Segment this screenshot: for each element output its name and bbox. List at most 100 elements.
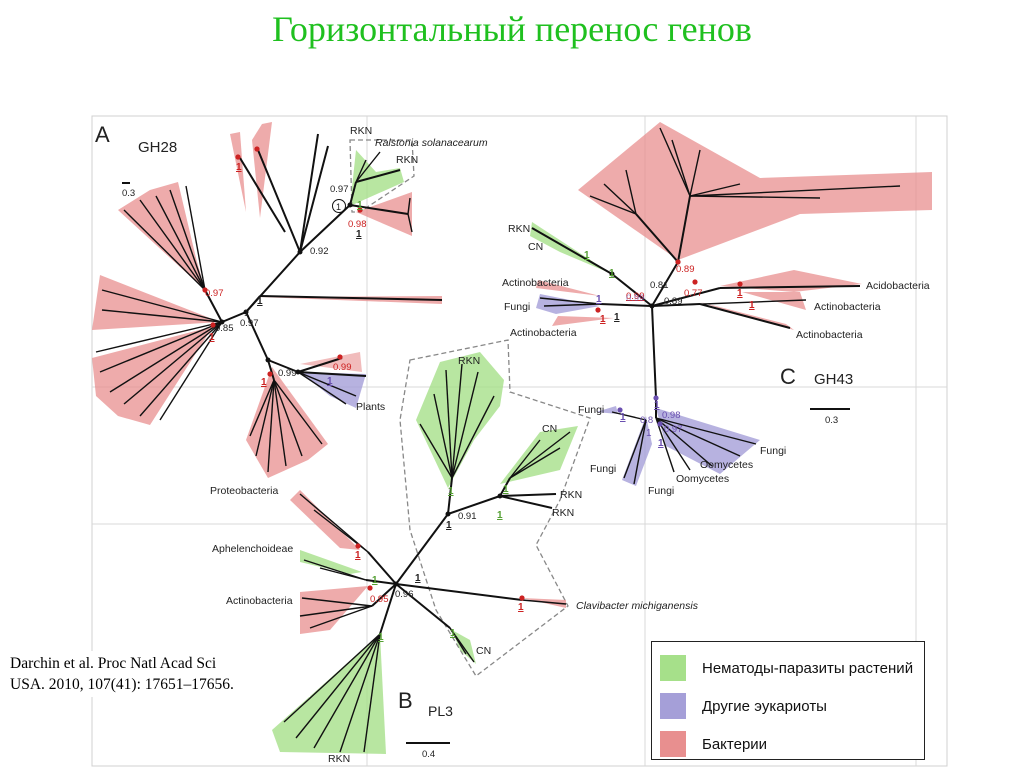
panel-b-scale-label: 0.4 — [422, 749, 435, 760]
support-a-097-mid: 0.97 — [240, 318, 259, 329]
support-a-097-top: 0.97 — [330, 184, 349, 195]
panel-c-purple-markers — [617, 395, 663, 427]
clade-plants — [300, 372, 366, 408]
legend-swatch-eukaryotes — [660, 693, 686, 719]
support-c-1-red-a: 1 — [600, 314, 606, 325]
support-c-1-green-b: 1 — [609, 268, 615, 279]
label-proteobacteria: Proteobacteria — [210, 485, 278, 497]
label-b-rkn-b: RKN — [552, 507, 574, 519]
support-b-1-red-b: 1 — [518, 602, 524, 613]
support-a-1-black-c: 1 — [356, 229, 362, 240]
support-a-098: 0.98 — [348, 219, 367, 230]
clade-nematode-b3 — [272, 634, 386, 754]
label-c-actinobacteria-d: Actinobacteria — [796, 329, 863, 341]
legend-label-nematodes: Нематоды-паразиты растений — [702, 659, 914, 677]
support-b-1-green-a: 1 — [448, 486, 454, 497]
label-c-actinobacteria-b: Actinobacteria — [510, 327, 577, 339]
support-c-1-green-a: 1 — [584, 250, 590, 261]
clade-bacteria-c1 — [578, 122, 932, 260]
support-c-1-red-b: 1 — [737, 288, 743, 299]
support-b-1-green-d: 1 — [372, 575, 378, 586]
panel-c-scale-label: 0.3 — [825, 415, 838, 426]
clade-fungi-c3 — [622, 416, 652, 486]
support-c-098: 0.98 — [662, 410, 681, 421]
label-c-cn: CN — [528, 241, 543, 253]
label-b-rkn-a: RKN — [560, 489, 582, 501]
support-b-091: 0.91 — [458, 511, 477, 522]
panel-a-leaves — [95, 151, 413, 473]
support-a-1-red-a: 1 — [236, 162, 242, 173]
panel-c-letter: C — [780, 364, 796, 389]
legend-item-bacteria: Бактерии — [660, 730, 767, 758]
label-b-cn-bottom: CN — [476, 645, 491, 657]
clade-bacteria-a7 — [356, 192, 412, 236]
clade-nematode-b4 — [300, 550, 362, 574]
support-b-1-black-a: 1 — [446, 520, 452, 531]
label-c-fungi-e: Fungi — [648, 485, 674, 497]
support-a-085: 0.85 — [215, 323, 234, 334]
label-b-rkn-bottom: RKN — [328, 753, 350, 765]
support-a-099-red: 0.99 — [333, 362, 352, 373]
panel-a-scale-label: 0.3 — [122, 188, 135, 199]
clade-nematode-b1 — [416, 352, 504, 488]
panel-a-gh28: A GH28 0.3 RKN Ralstonia solanacearum RK… — [92, 122, 488, 478]
legend: Нематоды-паразиты растений Другие эукари… — [651, 641, 925, 760]
citation: Darchin et al. Proc Natl Acad Sci USA. 2… — [10, 651, 310, 697]
support-c-081: 0.81 — [650, 280, 669, 291]
support-b-096: 0.96 — [395, 589, 414, 600]
clade-nematode-c — [530, 222, 612, 274]
support-a-099-black: 0.99 — [278, 368, 297, 379]
label-c-actinobacteria-a: Actinobacteria — [502, 277, 569, 289]
support-c-1-black-a: 1 — [614, 312, 620, 323]
legend-swatch-bacteria — [660, 731, 686, 757]
label-c-actinobacteria-c: Actinobacteria — [814, 301, 881, 313]
support-c-099-purple: 0.99 — [626, 293, 645, 304]
clade-bacteria-a4 — [246, 367, 328, 478]
support-a-1-black-b: 1 — [244, 308, 249, 319]
legend-label-bacteria: Бактерии — [702, 735, 768, 753]
clade-bacteria-a5 — [252, 122, 272, 218]
legend-item-eukaryotes: Другие эукариоты — [660, 692, 827, 720]
support-c-1-red-c: 1 — [749, 300, 755, 311]
support-c-089-red: 0.89 — [676, 264, 695, 275]
panel-a-name: GH28 — [138, 139, 177, 156]
clade-bacteria-c5 — [536, 280, 600, 296]
support-c-1-purple-d: 1 — [646, 428, 652, 439]
support-b-1-green-c: 1 — [497, 510, 503, 521]
panel-c-hgt-markers — [595, 259, 743, 313]
support-c-1-purple-e: 1 — [658, 438, 664, 449]
label-a-rkn-mid: RKN — [396, 154, 418, 166]
support-b-095: 0.95 — [370, 594, 389, 605]
label-c-fungi-d: Fungi — [590, 463, 616, 475]
support-a-097-left: 0.97 — [205, 288, 224, 299]
support-a-1-red-b: 1 — [209, 332, 215, 343]
support-a-1-purple: 1 — [327, 376, 333, 387]
clade-bacteria-a6 — [230, 132, 246, 212]
panel-b-leaves — [283, 363, 571, 753]
support-c-1-purple-b: 1 — [620, 412, 626, 423]
support-b-1-red-a: 1 — [355, 550, 361, 561]
support-c-097: 0.97 — [664, 424, 683, 435]
slide-title: Горизонтальный перенос генов — [272, 9, 752, 49]
support-b-1-green-b: 1 — [503, 484, 509, 495]
label-aphelenchoideae: Aphelenchoideae — [212, 543, 293, 555]
panel-c-leaves — [539, 127, 901, 485]
panel-a-branches — [204, 133, 443, 381]
panel-b-pl3: B PL3 0.4 RKN CN RKN RKN Proteobacteria … — [210, 339, 699, 765]
clade-bacteria-b1 — [290, 490, 360, 550]
panel-b-letter: B — [398, 688, 413, 713]
citation-line-2: USA. 2010, 107(41): 17651–17656. — [10, 676, 234, 693]
label-c-fungi-c: Fungi — [760, 445, 786, 457]
label-clavibacter: Clavibacter michiganensis — [576, 600, 699, 612]
label-b-rkn-top: RKN — [458, 355, 480, 367]
circled-node-marker — [332, 199, 346, 213]
panel-c-gh43: C GH43 0.3 RKN CN Actinobacteria Fungi A… — [502, 122, 932, 497]
panel-b-branches — [365, 477, 557, 635]
clade-bacteria-a2 — [92, 275, 220, 330]
support-a-1-circled: 1 — [336, 202, 341, 212]
label-ralstonia: Ralstonia solanacearum — [375, 137, 488, 149]
support-a-092: 0.92 — [310, 246, 329, 257]
rkn-dashed-outline — [399, 339, 591, 677]
support-c-089: 0.89 — [664, 296, 683, 307]
